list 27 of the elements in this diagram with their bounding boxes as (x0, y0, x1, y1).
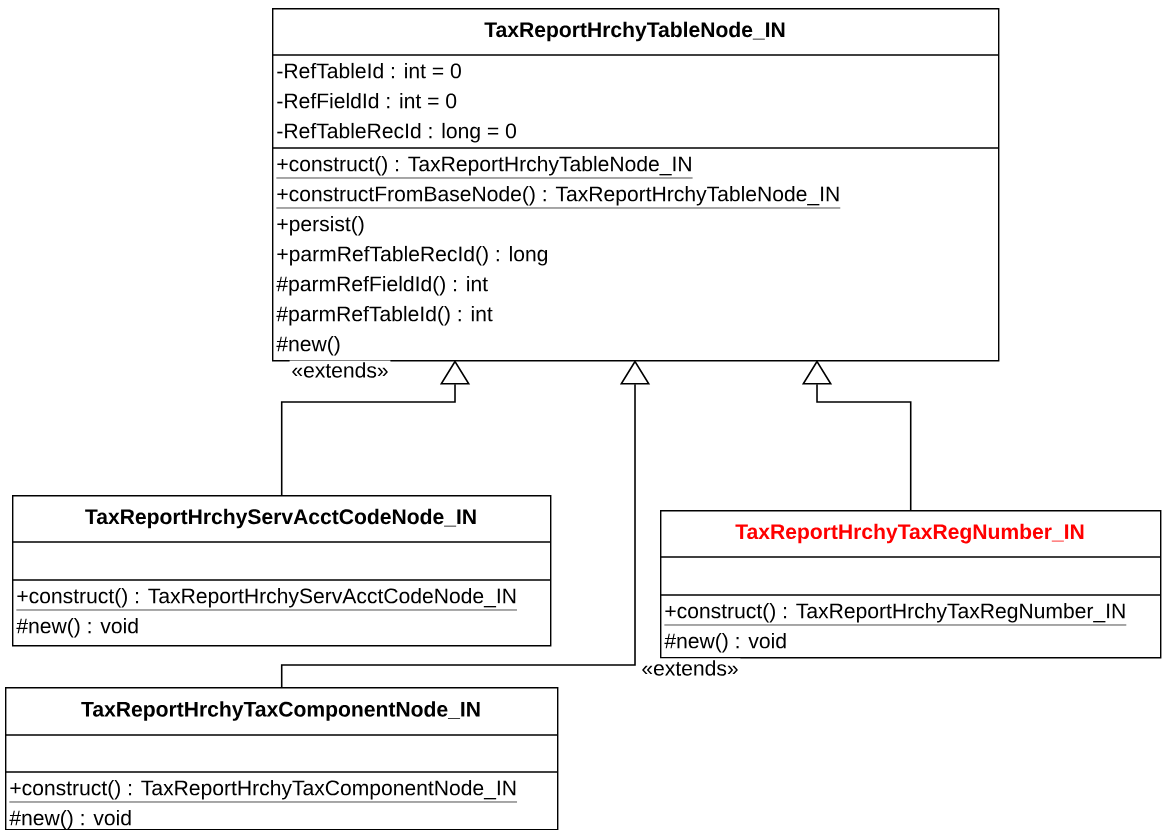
attribute-text: -RefTableId : int = 0 (277, 62, 461, 79)
method-text: +construct() : TaxReportHrchyTableNode_IN (276, 155, 693, 179)
edge-label: «extends» (292, 362, 388, 378)
method-text: #new() : void (9, 809, 131, 830)
method-text: +parmRefTableRecId() : long (277, 245, 548, 266)
class-box (11, 495, 552, 647)
attribute-text: -RefTableRecId : long = 0 (277, 122, 516, 143)
attribute-text: -RefFieldId : int = 0 (277, 92, 457, 109)
method-text: #new() : void (664, 632, 786, 653)
method-text: +persist() (277, 215, 364, 236)
generalization-arrow (801, 360, 912, 511)
method-text: +construct() : TaxReportHrchyServAcctCodeNode_IN (16, 587, 518, 611)
method-text: +construct() : TaxReportHrchyTaxRegNumber_IN (664, 602, 1127, 626)
method-text: +construct() : TaxReportHrchyTaxComponentNode_IN (9, 779, 518, 803)
class-box (659, 510, 1162, 659)
class-name: TaxReportHrchyServAcctCodeNode_IN (85, 508, 476, 529)
method-text: #new() : void (16, 617, 138, 638)
edge-label: «extends» (642, 660, 738, 676)
method-text: #parmRefFieldId() : int (276, 275, 488, 296)
class-name: TaxReportHrchyTaxRegNumber_IN (735, 523, 1084, 544)
method-text: +constructFromBaseNode() : TaxReportHrchyTableNode_IN (276, 185, 841, 209)
class-name: TaxReportHrchyTableNode_IN (484, 21, 785, 42)
method-text: #parmRefTableId() : int (276, 305, 493, 326)
class-box (4, 687, 559, 830)
class-name: TaxReportHrchyTaxComponentNode_IN (81, 701, 480, 721)
method-text: #new() (276, 335, 340, 356)
class-box (271, 8, 1000, 362)
